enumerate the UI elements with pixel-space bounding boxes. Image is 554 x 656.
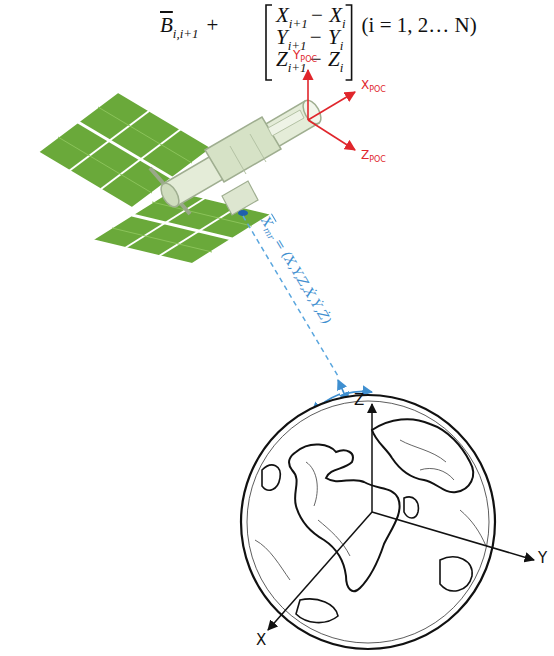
matrix-row: i	[340, 57, 344, 79]
matrix-row: i	[342, 13, 346, 35]
space-station	[157, 97, 324, 216]
earth-globe	[372, 419, 473, 492]
formula-term: B	[160, 14, 173, 36]
earth-frame-axes	[268, 512, 372, 630]
earth-globe	[306, 440, 454, 556]
matrix-row: i	[340, 35, 344, 57]
matrix-row: Y	[276, 26, 288, 48]
axis-label: POC	[369, 83, 386, 97]
earth-globe	[241, 395, 495, 649]
axis-label: POC	[369, 153, 386, 167]
matrix-row: i+1	[289, 13, 308, 35]
solar-panel	[112, 228, 212, 252]
axis-label-group: XPOC	[361, 78, 386, 97]
space-station	[222, 181, 258, 215]
earth-axis-label: Y	[538, 550, 547, 566]
axis-label-group: ZPOC	[361, 148, 386, 167]
formula-index-group: (i = 1, 2… N)	[362, 14, 477, 36]
axis-label: X	[361, 78, 369, 92]
axis-label-group: YPOC	[293, 48, 317, 67]
earth-axis-label-group: X	[256, 632, 266, 648]
earth-axis-label: Z	[354, 392, 364, 408]
earth-globe	[404, 497, 418, 518]
matrix-row: X	[276, 4, 289, 26]
earth-globe	[296, 599, 338, 623]
earth-globe	[255, 510, 486, 580]
earth-frame-axes	[268, 404, 534, 630]
earth-axis-label: X	[256, 632, 266, 648]
earth-frame-axes	[371, 404, 373, 512]
earth-globe	[241, 395, 495, 649]
axis-label: Y	[293, 48, 300, 62]
formula-term-group: Bi,i+1 +	[160, 14, 226, 45]
space-station	[238, 210, 248, 216]
formula-index: (i = 1, 2… N)	[362, 14, 477, 36]
matrix-row: − X	[310, 4, 342, 26]
orbital-frame-axes	[308, 120, 355, 150]
solar-panel	[58, 137, 152, 193]
space-station	[268, 110, 304, 136]
earth-globe	[262, 465, 280, 490]
axis-label: POC	[300, 53, 317, 67]
earth-globe	[289, 444, 400, 591]
space-station	[230, 146, 246, 174]
state-vector-label-group: Xmr= (X,Y,Z,Ẋ,Ẏ,Ż)	[254, 214, 334, 330]
orbital-frame-axes	[308, 70, 355, 150]
earth-globe	[247, 401, 489, 643]
state-vector-label: = (X,Y,Z,Ẋ,Ẏ,Ż)	[270, 236, 334, 328]
earth-axis-label-group: Y	[538, 550, 547, 566]
matrix-bracket	[346, 5, 352, 80]
axis-label: Z	[361, 148, 369, 162]
formula-term: +	[207, 14, 219, 36]
space-station	[157, 180, 182, 210]
state-vector-line	[243, 216, 338, 376]
solar-panel	[132, 215, 232, 239]
solar-panel	[98, 107, 192, 163]
orbital-frame-axes	[307, 70, 309, 120]
space-station	[250, 134, 266, 162]
earth-axis-label-group: Z	[354, 392, 364, 408]
matrix-row: Z	[276, 48, 288, 70]
earth-globe	[440, 557, 472, 591]
matrix-bracket	[266, 5, 272, 80]
matrix-row: − Y	[309, 26, 340, 48]
solar-panel	[78, 122, 172, 178]
earth-frame-axes	[372, 512, 534, 560]
orbital-frame-axes	[308, 92, 355, 120]
formula-term: i,i+1	[173, 23, 199, 45]
